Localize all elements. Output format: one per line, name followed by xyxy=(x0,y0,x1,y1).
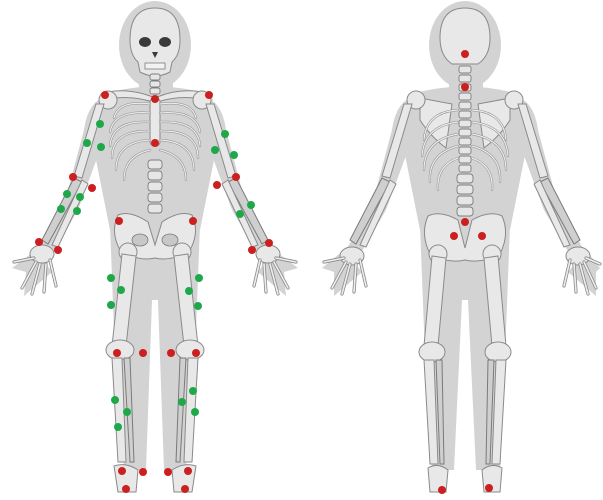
red-marker xyxy=(164,468,172,476)
red-marker xyxy=(54,246,62,254)
front-lumbar-spine xyxy=(148,160,162,213)
green-marker xyxy=(83,139,91,147)
red-marker xyxy=(192,349,200,357)
red-marker xyxy=(450,232,458,240)
green-marker xyxy=(117,286,125,294)
green-marker xyxy=(63,190,71,198)
red-marker xyxy=(139,349,147,357)
green-marker xyxy=(221,130,229,138)
red-marker xyxy=(232,173,240,181)
red-marker xyxy=(189,217,197,225)
green-marker xyxy=(195,274,203,282)
green-marker xyxy=(211,146,219,154)
red-marker xyxy=(115,217,123,225)
red-marker xyxy=(181,485,189,493)
green-marker xyxy=(185,287,193,295)
red-marker xyxy=(461,50,469,58)
red-marker xyxy=(167,349,175,357)
red-marker xyxy=(151,95,159,103)
red-marker xyxy=(248,246,256,254)
green-marker xyxy=(236,210,244,218)
red-marker xyxy=(69,173,77,181)
green-marker xyxy=(57,205,65,213)
red-marker xyxy=(213,181,221,189)
red-marker xyxy=(265,239,273,247)
green-marker xyxy=(194,302,202,310)
red-marker xyxy=(461,218,469,226)
green-marker xyxy=(230,151,238,159)
green-marker xyxy=(247,201,255,209)
green-marker xyxy=(97,143,105,151)
red-marker xyxy=(461,83,469,91)
green-marker xyxy=(76,193,84,201)
front-cervical-spine xyxy=(150,74,160,94)
red-marker xyxy=(101,91,109,99)
red-marker xyxy=(184,467,192,475)
green-marker xyxy=(107,274,115,282)
red-marker xyxy=(113,349,121,357)
green-marker xyxy=(73,207,81,215)
green-marker xyxy=(178,398,186,406)
red-marker xyxy=(151,139,159,147)
green-marker xyxy=(96,120,104,128)
back-view xyxy=(322,1,600,494)
green-marker xyxy=(107,301,115,309)
front-view xyxy=(12,1,298,493)
red-marker xyxy=(118,467,126,475)
red-marker xyxy=(35,238,43,246)
red-marker xyxy=(88,184,96,192)
red-marker xyxy=(485,484,493,492)
red-marker xyxy=(205,91,213,99)
green-marker xyxy=(123,408,131,416)
green-marker xyxy=(191,408,199,416)
green-marker xyxy=(114,423,122,431)
green-marker xyxy=(111,396,119,404)
red-marker xyxy=(438,486,446,494)
red-marker xyxy=(139,468,147,476)
red-marker xyxy=(122,485,130,493)
green-marker xyxy=(189,387,197,395)
red-marker xyxy=(478,232,486,240)
